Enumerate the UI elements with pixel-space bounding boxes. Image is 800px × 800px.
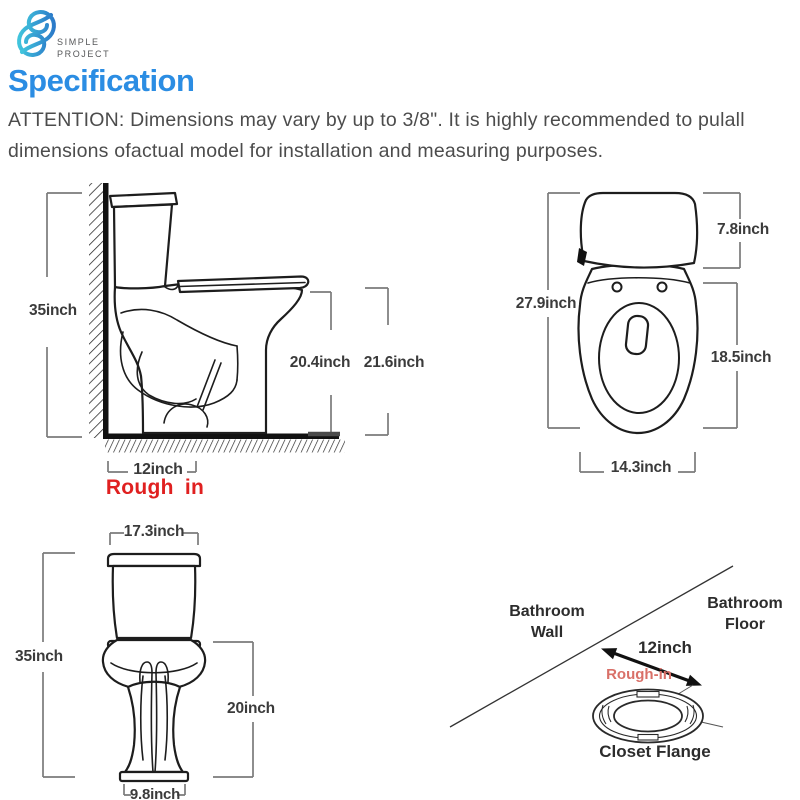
front-view-diagram	[42, 532, 254, 796]
rough-in-caption: Rough in	[105, 476, 205, 499]
rough-in-distance-label: 12inch	[638, 638, 692, 657]
tank-width-label: 17.3inch	[123, 523, 185, 540]
side-overall-height-label: 21.6inch	[363, 354, 425, 371]
bathroom-wall-line2: Wall	[530, 624, 564, 641]
brand-name-line1: SIMPLE	[57, 37, 100, 47]
wall-and-floor	[89, 183, 345, 453]
brand-name: SIMPLE PROJECT	[57, 36, 110, 60]
bowl-width-label: 14.3inch	[610, 459, 672, 476]
top-view-diagram	[547, 191, 741, 473]
toilet-top-art	[577, 191, 699, 435]
bathroom-wall-line1: Bathroom	[509, 603, 585, 620]
closet-flange-label: Closet Flange	[599, 742, 711, 761]
overall-depth-label: 27.9inch	[515, 295, 577, 312]
side-height-label: 35inch	[29, 302, 77, 319]
front-view-dimension-lines	[42, 532, 254, 796]
bowl-length-label: 18.5inch	[710, 349, 772, 366]
page-title: Specification	[8, 63, 195, 98]
side-view-diagram	[46, 183, 389, 473]
toilet-front-art	[101, 552, 207, 783]
rim-height-label: 20inch	[227, 700, 275, 717]
closet-flange-art	[592, 688, 704, 744]
rough-in-arrow	[601, 648, 702, 686]
front-height-label: 35inch	[15, 648, 63, 665]
side-seat-height-label: 20.4inch	[289, 354, 351, 371]
wall-floor-boundary-line	[449, 565, 734, 728]
side-view-dimension-lines	[46, 192, 389, 473]
bathroom-floor-line2: Floor	[725, 616, 765, 633]
toilet-side-art	[108, 191, 310, 435]
brand-logo-icon	[17, 10, 56, 57]
top-view-dimension-lines	[547, 192, 741, 473]
bathroom-floor-label: Bathroom Floor	[701, 593, 789, 635]
attention-line1: ATTENTION: Dimensions may vary by up to …	[8, 109, 745, 131]
attention-note: ATTENTION: Dimensions may vary by up to …	[8, 105, 796, 167]
brand-name-line2: PROJECT	[57, 49, 111, 59]
rough-in-text-label: Rough-in	[606, 666, 672, 683]
attention-line2: dimensions ofactual model for installati…	[8, 140, 604, 162]
bathroom-wall-label: Bathroom Wall	[504, 601, 590, 643]
tank-depth-label: 7.8inch	[716, 221, 769, 238]
bathroom-floor-line1: Bathroom	[707, 595, 783, 612]
base-width-label: 9.8inch	[129, 786, 181, 800]
floor-rough-in-diagram	[449, 565, 734, 744]
rough-in-value-label: 12inch	[133, 461, 183, 478]
